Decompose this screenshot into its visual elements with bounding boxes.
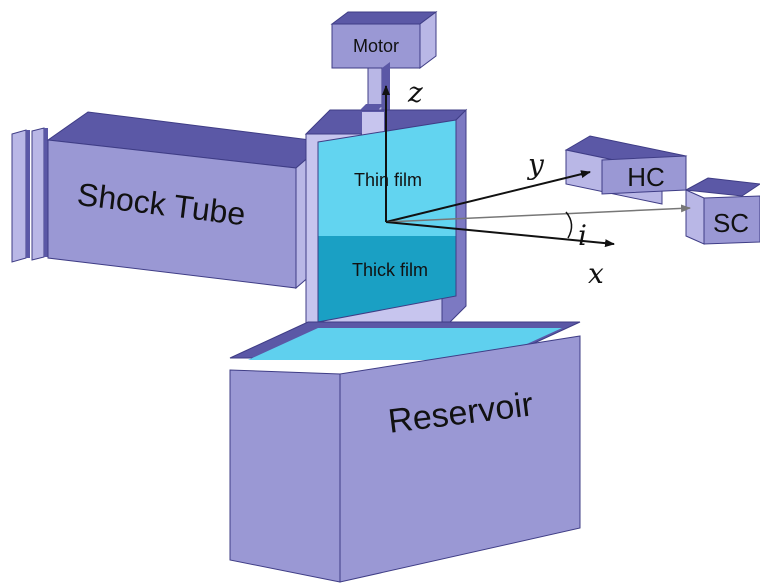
motor: Motor [330,11,438,69]
motor-label: Motor [353,36,399,56]
angle-label: i [578,219,587,252]
thick-film-region [318,236,456,322]
x-axis [385,221,615,248]
hc-label: HC [627,162,665,192]
thick-film-label: Thick film [352,260,428,280]
sc-label: SC [713,208,749,238]
shock-tube-plate [44,128,48,257]
sc-top [684,177,760,197]
shock-tube-plate [31,127,45,261]
hc-detector: HC [564,135,688,205]
motor-front [331,23,421,69]
motor-top [330,11,438,25]
incidence-angle-arc [565,211,573,239]
shock-tube: Shock Tube [11,111,328,290]
frame-neck [360,104,384,110]
reservoir: Reservoir [229,321,581,583]
coordinate-axes: z y x i [382,76,691,290]
beam-line [385,204,691,223]
film-frame: Thin film Thick film [304,104,468,332]
y-axis [385,170,591,223]
sc-front [703,195,760,245]
reservoir-left-face [229,369,341,583]
sc-side [685,189,705,245]
shock-tube-plate [11,129,27,263]
z-axis-label: z [407,76,423,109]
sc-detector: SC [684,177,760,245]
x-axis-label: x [588,257,604,290]
film-window-outline [317,119,457,323]
reservoir-front-face [339,335,581,583]
y-axis-label: y [526,148,545,181]
frame-neck-front [362,112,384,136]
thin-film-label: Thin film [354,170,422,190]
shock-tube-plate [26,130,30,258]
